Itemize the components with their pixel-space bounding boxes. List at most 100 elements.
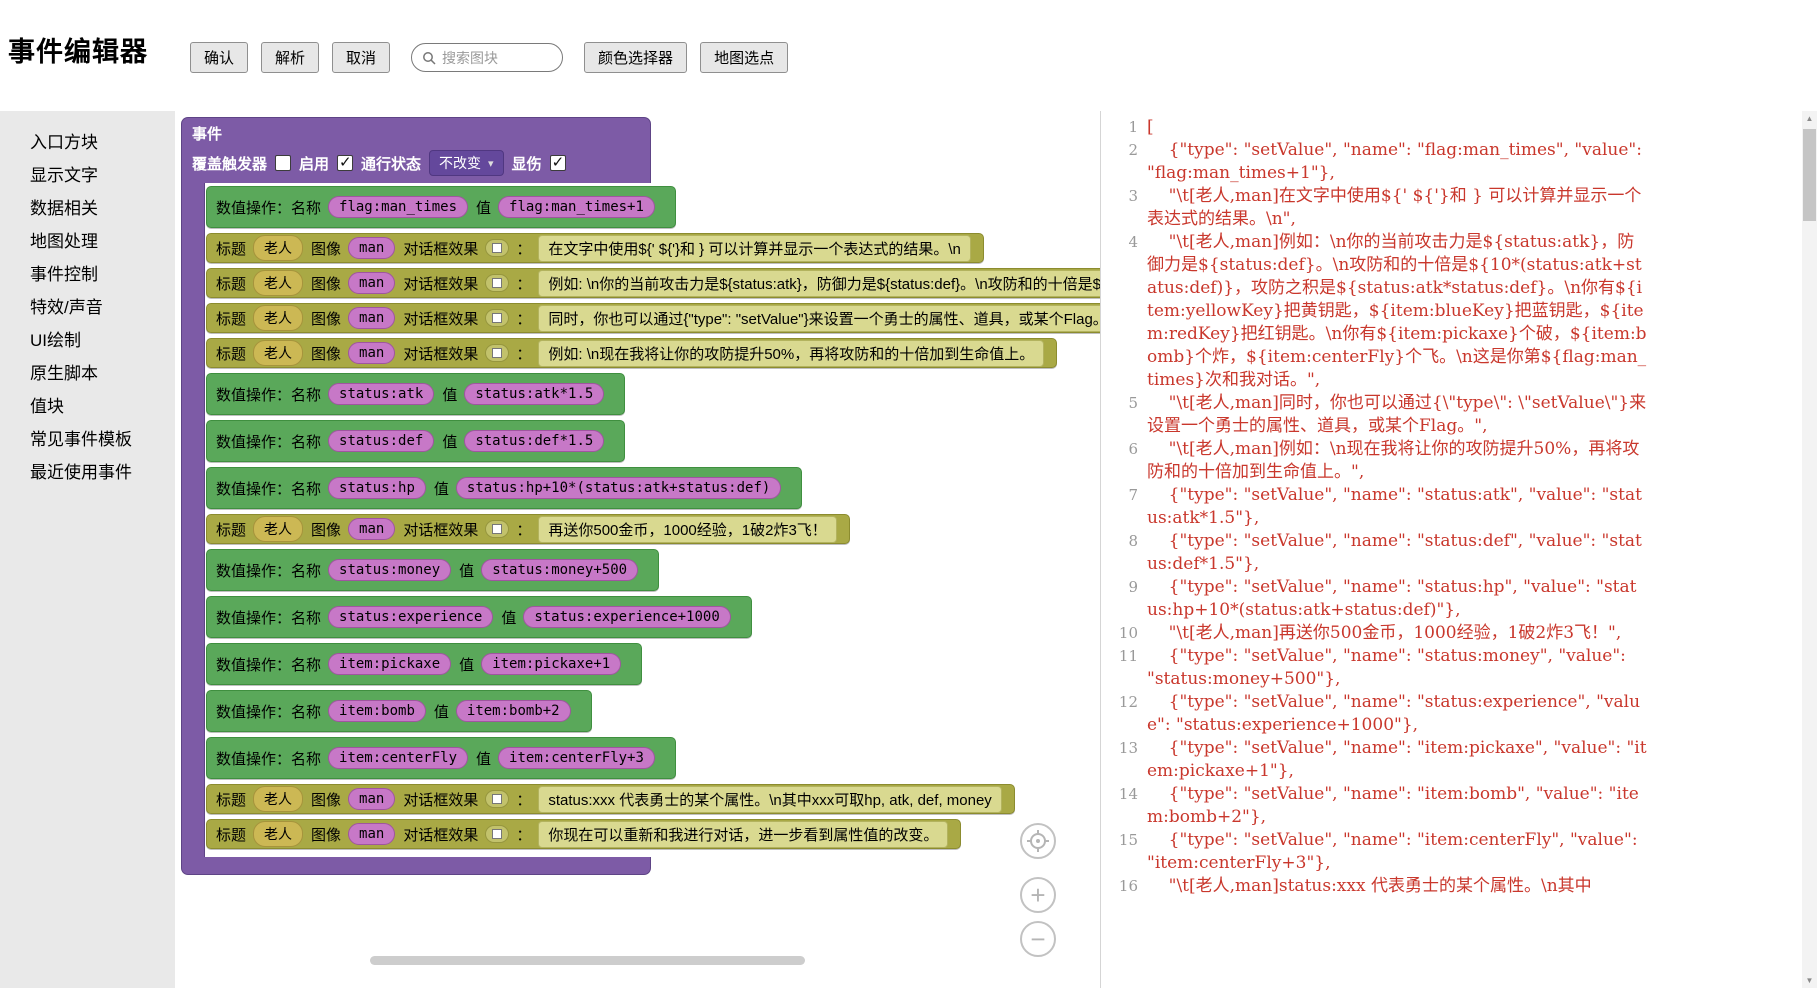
dialog-image-field[interactable]: man	[348, 237, 396, 259]
code-line-text[interactable]: {"type": "setValue", "name": "item:cente…	[1147, 830, 1643, 873]
dialog-title-field[interactable]: 老人	[253, 305, 304, 331]
setvalue-name-field[interactable]: status:atk	[328, 383, 435, 405]
dialog-title-field[interactable]: 老人	[253, 821, 304, 847]
code-line-text[interactable]: {"type": "setValue", "name": "status:atk…	[1147, 485, 1642, 528]
enabled-checkbox[interactable]: ✓	[337, 154, 354, 171]
code-line-text[interactable]: {"type": "setValue", "name": "status:hp"…	[1147, 577, 1637, 620]
code-line-text[interactable]: {"type": "setValue", "name": "item:picka…	[1147, 738, 1647, 781]
setvalue-name-field[interactable]: item:centerFly	[328, 747, 469, 769]
sidebar-item[interactable]: 事件控制	[30, 265, 98, 284]
scroll-up-icon[interactable]: ▲	[1805, 114, 1814, 123]
dialog-effect-checkbox[interactable]	[485, 520, 510, 538]
code-line-text[interactable]: {"type": "setValue", "name": "status:mon…	[1147, 646, 1632, 689]
setvalue-name-field[interactable]: status:hp	[328, 477, 426, 499]
zoom-in-button[interactable]: +	[1020, 877, 1056, 913]
workspace-horizontal-scrollbar[interactable]	[370, 956, 805, 965]
code-line-text[interactable]: {"type": "setValue", "name": "item:bomb"…	[1147, 784, 1639, 827]
setvalue-value-field[interactable]: status:def*1.5	[464, 430, 605, 452]
code-line-text[interactable]: {"type": "setValue", "name": "status:def…	[1147, 531, 1642, 574]
setvalue-value-field[interactable]: item:bomb+2	[455, 700, 571, 722]
setvalue-value-field[interactable]: item:centerFly+3	[498, 747, 655, 769]
setvalue-value-field[interactable]: status:atk*1.5	[464, 383, 605, 405]
dialog-effect-checkbox[interactable]	[485, 790, 510, 808]
dialog-title-field[interactable]: 老人	[253, 340, 304, 366]
dialog-effect-checkbox[interactable]	[485, 825, 510, 843]
pass-state-dropdown[interactable]: 不改变 ▾	[429, 150, 504, 176]
code-line-text[interactable]: "\t[老人,man]同时，你也可以通过{\"type\": \"setValu…	[1147, 393, 1647, 436]
setvalue-value-field[interactable]: item:pickaxe+1	[481, 653, 622, 675]
scrollbar-thumb[interactable]	[1803, 129, 1816, 221]
code-line-text[interactable]: [	[1147, 117, 1154, 137]
dialog-text-field[interactable]: 例如: \n现在我将让你的攻防提升50%，再将攻防和的十倍加到生命值上。	[538, 339, 1045, 367]
setvalue-name-field[interactable]: status:def	[328, 430, 435, 452]
setvalue-name-field[interactable]: flag:man_times	[328, 196, 469, 218]
dialog-text-field[interactable]: 在文字中使用${' ${'}和 } 可以计算并显示一个表达式的结果。\n	[538, 234, 971, 262]
setvalue-value-field[interactable]: flag:man_times+1	[498, 196, 655, 218]
confirm-button[interactable]: 确认	[190, 42, 249, 73]
dialog-image-field[interactable]: man	[348, 823, 396, 845]
sidebar-item[interactable]: 值块	[30, 397, 64, 416]
cancel-button[interactable]: 取消	[332, 42, 391, 73]
dialog-effect-checkbox[interactable]	[485, 309, 510, 327]
dialog-image-field[interactable]: man	[348, 788, 396, 810]
setvalue-name-field[interactable]: status:experience	[328, 606, 494, 628]
map-point-button[interactable]: 地图选点	[700, 42, 789, 73]
code-line-text[interactable]: "\t[老人,man]例如：\n现在我将让你的攻防提升50%，再将攻防和的十倍加…	[1147, 439, 1640, 482]
setvalue-name-field[interactable]: item:bomb	[328, 700, 426, 722]
dialog-text-field[interactable]: 你现在可以重新和我进行对话，进一步看到属性值的改变。	[538, 820, 949, 848]
code-line-text[interactable]: "\t[老人,man]status:xxx 代表勇士的某个属性。\n其中	[1147, 876, 1592, 896]
dialog-text-field[interactable]: 同时，你也可以通过{"type": "setValue"}来设置一个勇士的属性、…	[538, 304, 1100, 332]
setvalue-name-field[interactable]: status:money	[328, 559, 452, 581]
sidebar-item[interactable]: 数据相关	[30, 199, 98, 218]
setvalue-value-field[interactable]: status:money+500	[481, 559, 639, 581]
setvalue-value-field[interactable]: status:hp+10*(status:atk+status:def)	[455, 477, 782, 499]
sidebar-item[interactable]: UI绘制	[30, 331, 81, 350]
code-line-text[interactable]: {"type": "setValue", "name": "status:exp…	[1147, 692, 1641, 735]
dialog-title-field[interactable]: 老人	[253, 516, 304, 542]
code-line-text[interactable]: "\t[老人,man]再送你500金币，1000经验，1破2炸3飞！",	[1147, 623, 1622, 643]
setvalue-name-field[interactable]: item:pickaxe	[328, 653, 452, 675]
dialog-text-field[interactable]: status:xxx 代表勇士的某个属性。\n其中xxx可取hp, atk, d…	[538, 785, 1002, 813]
code-line-text[interactable]: "\t[老人,man]例如：\n你的当前攻击力是${status:atk}，防御…	[1147, 232, 1647, 390]
dialog-title-field[interactable]: 老人	[253, 786, 304, 812]
code-vertical-scrollbar[interactable]: ▲ ▼	[1802, 111, 1817, 988]
color-picker-button[interactable]: 颜色选择器	[584, 42, 688, 73]
code-editor[interactable]: 1[2 {"type": "setValue", "name": "flag:m…	[1101, 116, 1817, 898]
dialog-text-field[interactable]: 再送你500金币，1000经验，1破2炸3飞！	[538, 515, 837, 543]
parse-button[interactable]: 解析	[261, 42, 320, 73]
display-damage-checkbox[interactable]: ✓	[549, 154, 566, 171]
override-trigger-checkbox[interactable]	[275, 155, 292, 171]
sidebar-item[interactable]: 显示文字	[30, 166, 98, 185]
search-input[interactable]	[442, 49, 553, 66]
dialog-text-field[interactable]: 例如: \n你的当前攻击力是${status:atk}，防御力是${status…	[538, 269, 1100, 297]
dialog-image-field[interactable]: man	[348, 307, 396, 329]
event-block[interactable]: 事件 覆盖触发器 启用 ✓ 通行状态 不改变 ▾ 显伤 ✓ 数值操作	[181, 117, 1100, 875]
setvalue-value-field[interactable]: status:experience+1000	[523, 606, 731, 628]
sidebar-item[interactable]: 原生脚本	[30, 364, 98, 383]
dialog-effect-checkbox[interactable]	[485, 344, 510, 362]
dialog-effect-checkbox[interactable]	[485, 274, 510, 292]
code-panel[interactable]: 1[2 {"type": "setValue", "name": "flag:m…	[1100, 111, 1817, 988]
zoom-out-button[interactable]: −	[1020, 921, 1056, 957]
dialog-title-field[interactable]: 老人	[253, 270, 304, 296]
sidebar-item[interactable]: 入口方块	[30, 133, 98, 152]
dialog-image-field[interactable]: man	[348, 342, 396, 364]
sidebar-item[interactable]: 最近使用事件	[30, 463, 132, 482]
sidebar-item[interactable]: 常见事件模板	[30, 430, 132, 449]
dialog-image-field[interactable]: man	[348, 272, 396, 294]
code-line-text[interactable]: "\t[老人,man]在文字中使用${' ${'}和 } 可以计算并显示一个表达…	[1147, 186, 1642, 229]
